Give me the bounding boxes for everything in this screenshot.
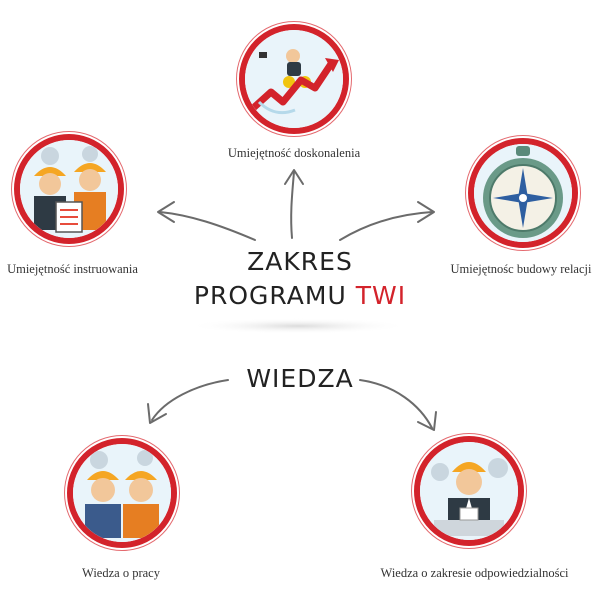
circle-odpowiedzialnosci xyxy=(414,436,524,546)
caption-odpowiedzialnosci: Wiedza o zakresie odpowiedzialności xyxy=(380,566,569,580)
title-line-2-prefix: PROGRAMU xyxy=(193,281,356,310)
title-accent-twi: TWI xyxy=(355,281,407,310)
title-line-2: PROGRAMU TWI xyxy=(170,279,430,313)
wiedza-label: WIEDZA xyxy=(246,364,354,393)
caption-relacji: Umiejętnośc budowy relacji xyxy=(450,262,592,276)
arrow-to-relacji xyxy=(339,211,433,241)
circle-relacji xyxy=(468,138,578,248)
workers-clipboard-icon xyxy=(20,140,118,238)
arrow-head-doskonalenia xyxy=(284,169,304,185)
center-title: ZAKRES PROGRAMU TWI xyxy=(170,245,430,313)
caption-pracy: Wiedza o pracy xyxy=(82,566,160,580)
arrow-head-pracy xyxy=(147,403,167,424)
circle-instruowania xyxy=(14,134,124,244)
arrow-to-instruowania xyxy=(159,211,256,241)
arrow-to-doskonalenia xyxy=(290,171,295,239)
arrow-head-instruowania xyxy=(157,201,175,223)
title-line-1: ZAKRES xyxy=(247,247,353,276)
caption-instruowania: Umiejętność instruowania xyxy=(7,262,138,276)
two-workers-icon xyxy=(73,444,171,542)
arrow-head-relacji xyxy=(417,201,435,223)
circle-pracy xyxy=(67,438,177,548)
growth-arrow-icon xyxy=(245,30,343,128)
arrow-head-odpowiedzialnosci xyxy=(417,411,437,431)
compass-icon xyxy=(474,144,572,242)
manager-icon xyxy=(420,442,518,540)
arrow-to-pracy xyxy=(151,379,229,421)
circle-doskonalenia xyxy=(239,24,349,134)
caption-doskonalenia: Umiejętność doskonalenia xyxy=(227,146,361,160)
arrow-to-odpowiedzialnosci xyxy=(359,379,433,429)
